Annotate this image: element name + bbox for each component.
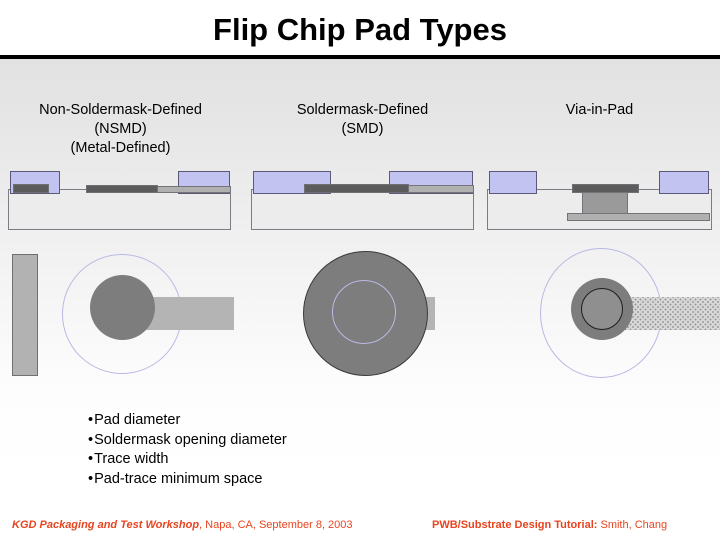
column-heading-via-in-pad: Via-in-Pad bbox=[487, 101, 712, 120]
bullet-dot-icon: • bbox=[88, 431, 94, 448]
footer-tutorial-name: PWB/Substrate Design Tutorial: bbox=[432, 519, 598, 531]
pad-metal-center-nsmd bbox=[86, 185, 158, 193]
footer-location-date: , Napa, CA, September 8, 2003 bbox=[199, 519, 353, 531]
bottom-trace-via-in-pad bbox=[567, 213, 710, 221]
cross-section-nsmd bbox=[8, 170, 231, 230]
trace-via-in-pad bbox=[618, 297, 720, 330]
list-item-label: Trace width bbox=[94, 451, 169, 468]
via-barrel-via-in-pad bbox=[582, 192, 628, 214]
trace-metal-smd bbox=[408, 185, 474, 193]
trace-metal-nsmd bbox=[157, 186, 231, 193]
column-heading-nsmd-line3: (Metal-Defined) bbox=[70, 140, 171, 156]
pad-metal-center-smd bbox=[304, 184, 409, 193]
bullet-dot-icon: • bbox=[88, 451, 94, 468]
list-item-label: Soldermask opening diameter bbox=[94, 431, 287, 448]
list-item-label: Pad diameter bbox=[94, 412, 181, 428]
footer-left: KGD Packaging and Test Workshop, Napa, C… bbox=[12, 519, 353, 531]
list-item: •Pad-trace minimum space bbox=[88, 470, 287, 490]
soldermask-left-via-in-pad bbox=[489, 171, 537, 194]
substrate-body-smd bbox=[251, 189, 474, 230]
plan-view-nsmd bbox=[0, 245, 245, 385]
plan-view-via-in-pad bbox=[485, 245, 720, 385]
bullet-dot-icon: • bbox=[88, 412, 94, 428]
column-heading-smd: Soldermask-Defined (SMD) bbox=[250, 101, 475, 139]
column-heading-nsmd-line2: (NSMD) bbox=[94, 121, 147, 137]
list-item-label: Pad-trace minimum space bbox=[94, 470, 263, 487]
bullet-dot-icon: • bbox=[88, 470, 94, 487]
column-heading-smd-line1: Soldermask-Defined bbox=[296, 102, 429, 118]
column-heading-nsmd: Non-Soldermask-Defined (NSMD) (Metal-Def… bbox=[8, 101, 233, 158]
substrate-body-nsmd bbox=[8, 189, 231, 230]
slide-footer: KGD Packaging and Test Workshop, Napa, C… bbox=[0, 519, 720, 539]
list-item: •Soldermask opening diameter bbox=[88, 431, 287, 451]
bullet-list: •Pad diameter •Soldermask opening diamet… bbox=[88, 411, 287, 489]
column-heading-smd-line2: (SMD) bbox=[341, 121, 384, 137]
footer-right: PWB/Substrate Design Tutorial: Smith, Ch… bbox=[432, 519, 667, 531]
cross-section-smd bbox=[251, 170, 474, 230]
soldermask-opening-ring-smd bbox=[332, 280, 396, 344]
soldermask-right-via-in-pad bbox=[659, 171, 709, 194]
title-area: Flip Chip Pad Types bbox=[0, 0, 720, 55]
pad-metal-left-nsmd bbox=[13, 184, 49, 193]
list-item: •Trace width bbox=[88, 450, 287, 470]
column-heading-nsmd-line1: Non-Soldermask-Defined bbox=[39, 102, 202, 118]
pad-nsmd bbox=[90, 275, 155, 340]
page-title: Flip Chip Pad Types bbox=[213, 12, 507, 47]
column-heading-via-in-pad-line1: Via-in-Pad bbox=[565, 102, 634, 118]
footer-authors: Smith, Chang bbox=[597, 519, 668, 531]
via-ring-via-in-pad bbox=[581, 288, 623, 330]
plan-view-smd bbox=[245, 245, 485, 385]
list-item: •Pad diameter bbox=[88, 411, 287, 431]
cross-section-via-in-pad bbox=[487, 170, 712, 230]
title-divider bbox=[0, 55, 720, 59]
footer-workshop-name: KGD Packaging and Test Workshop bbox=[12, 519, 200, 531]
neighbor-bar-nsmd bbox=[12, 254, 38, 376]
